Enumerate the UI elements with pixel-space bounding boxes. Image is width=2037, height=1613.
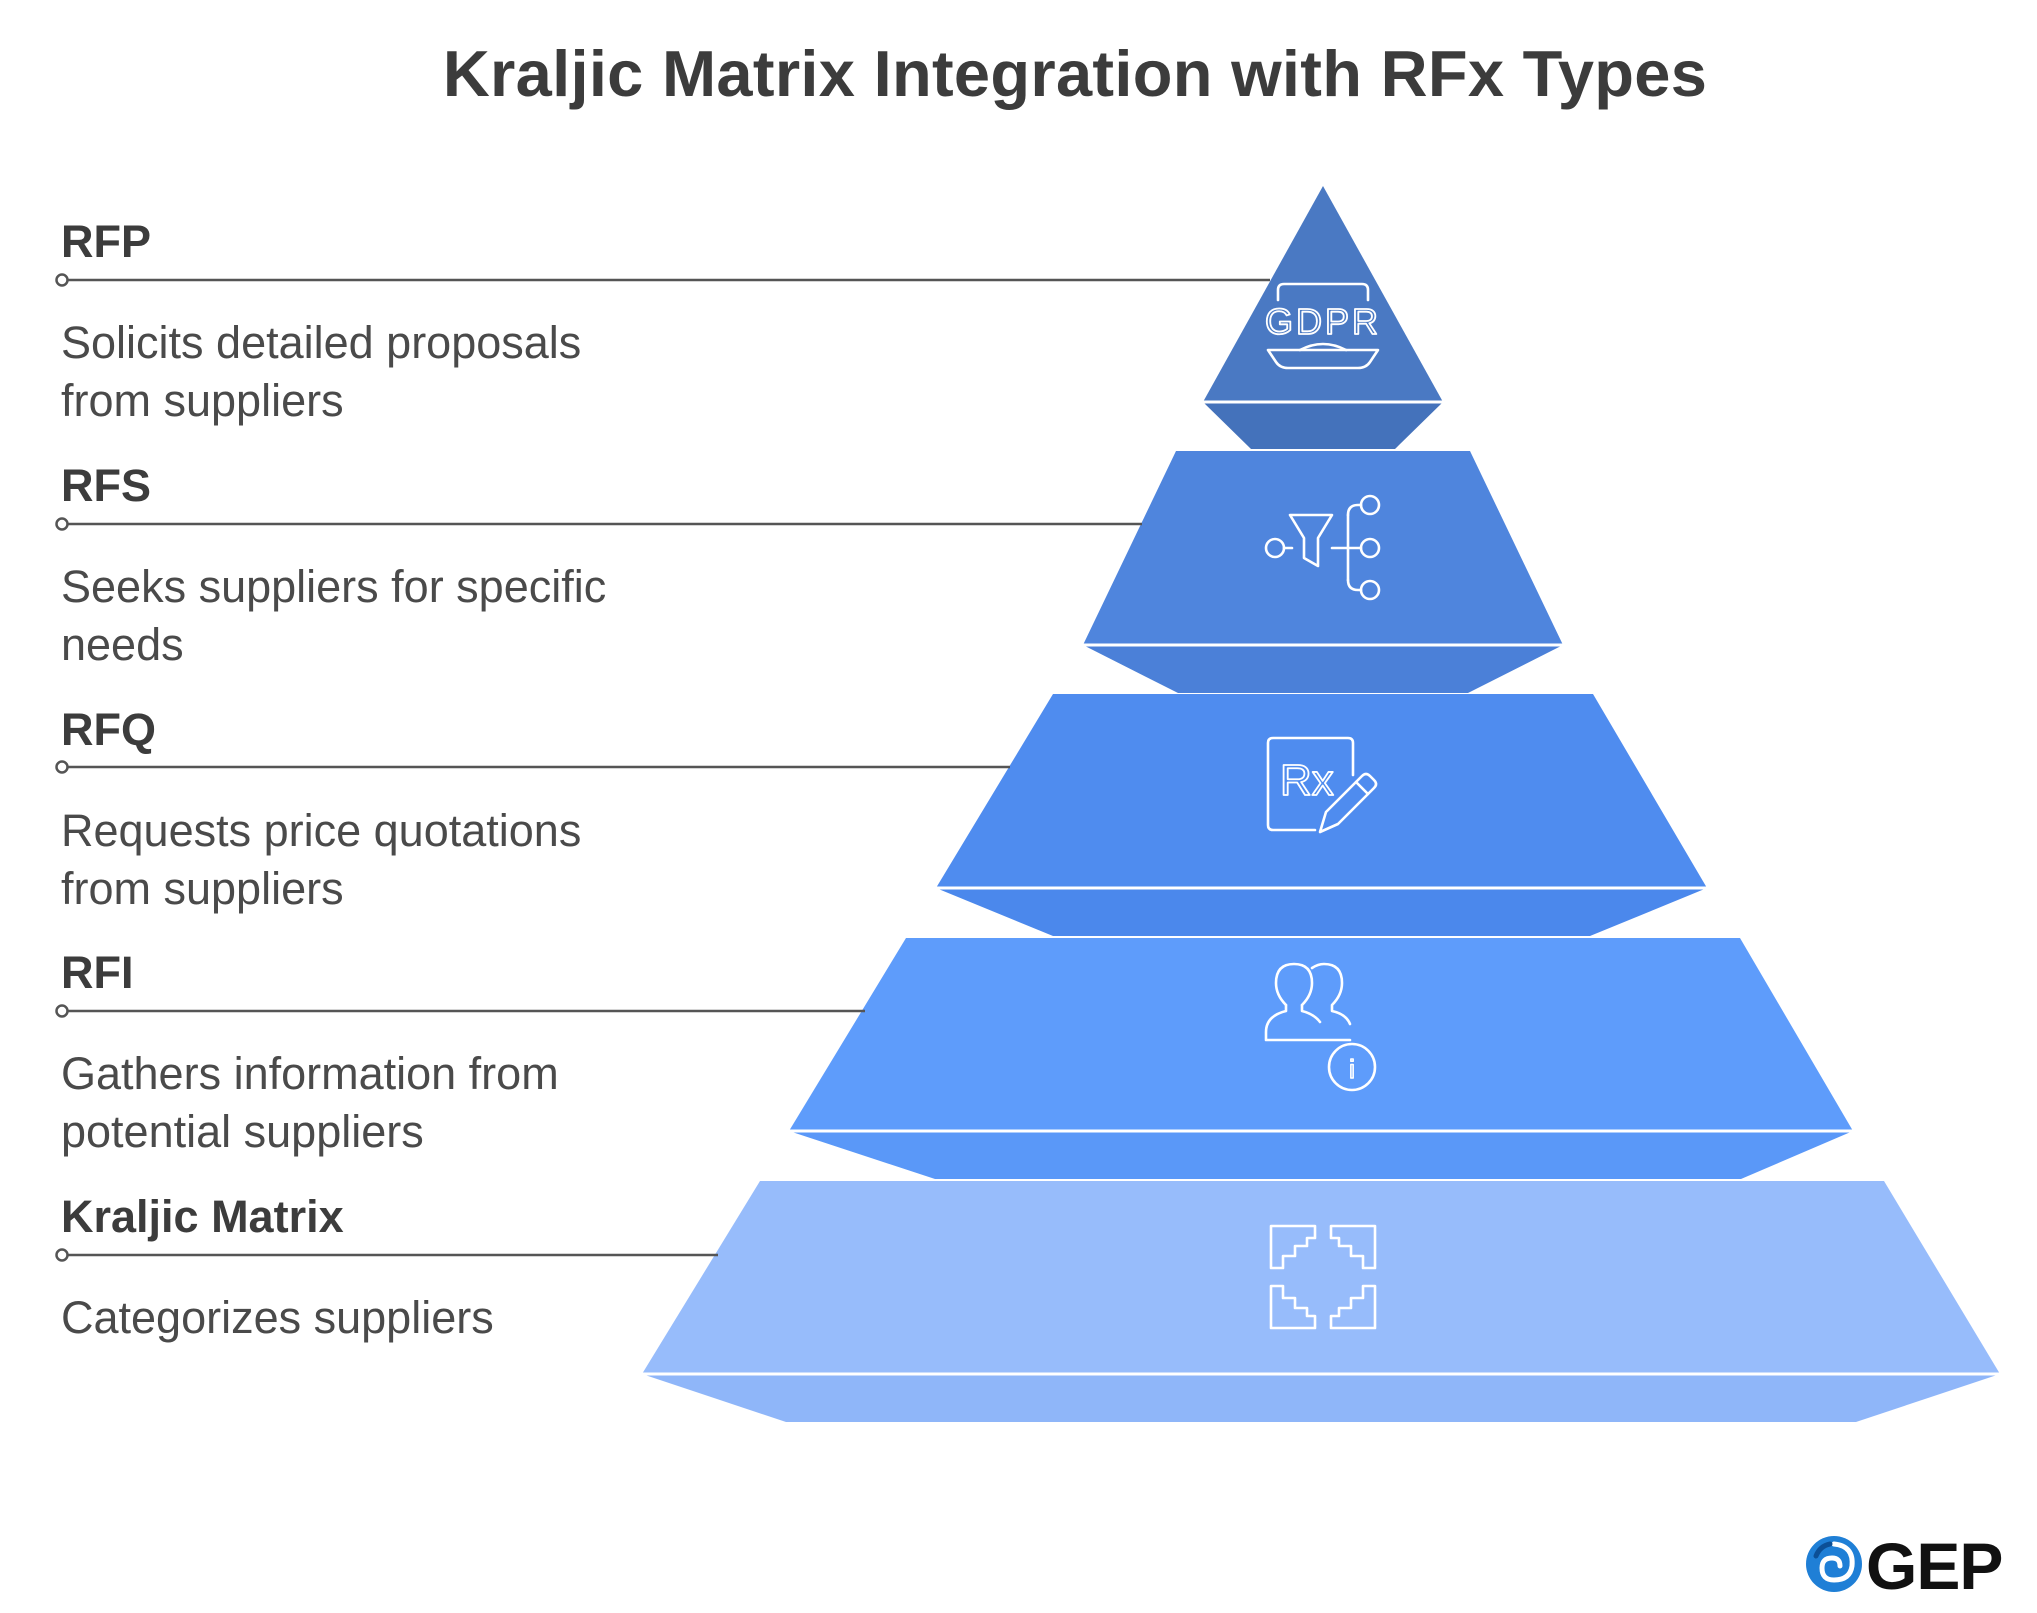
pyramid-tier-base	[789, 1131, 1853, 1179]
pyramid-tier-base	[936, 888, 1707, 936]
leader-dot-kraljic-matrix	[55, 1248, 69, 1262]
prescription-edit-icon: Rx	[1266, 736, 1378, 834]
pyramid-tier	[789, 938, 1853, 1131]
entry-label: RFP	[61, 216, 151, 267]
pyramid-level-rfq: Rx	[936, 694, 1707, 936]
entry-description: Requests price quotations from suppliers	[61, 805, 582, 914]
leader-dot-rfq	[55, 760, 69, 774]
entry-description: Seeks suppliers for specific needs	[61, 561, 607, 670]
pyramid-tier	[1083, 451, 1563, 645]
entry-label: RFI	[61, 947, 134, 998]
svg-text:Rx: Rx	[1280, 756, 1334, 805]
gdpr-icon: GDPR	[1264, 282, 1381, 370]
pyramid-level-rfs	[1083, 451, 1563, 693]
leader-lines	[55, 273, 1270, 1262]
entry-label: RFS	[61, 460, 151, 511]
gep-swirl-icon	[1806, 1536, 1862, 1592]
logo-text: GEP	[1866, 1529, 2003, 1603]
entry-description: Solicits detailed proposals from supplie…	[61, 317, 582, 426]
leader-dot-rfp	[55, 273, 69, 287]
users-info-icon: i	[1264, 962, 1377, 1092]
pyramid-tier	[642, 1181, 2000, 1374]
funnel-branch-icon	[1264, 494, 1381, 601]
svg-text:GDPR: GDPR	[1265, 301, 1381, 342]
entry-label: Kraljic Matrix	[61, 1191, 344, 1242]
leader-dot-rfi	[55, 1004, 69, 1018]
pyramid-level-rfi: i	[789, 938, 1853, 1179]
gep-logo: GEP	[1804, 1529, 2024, 1603]
svg-text:i: i	[1349, 1054, 1355, 1084]
entry-label: RFQ	[61, 704, 156, 755]
pyramid-tier-base	[1203, 402, 1443, 449]
pyramid-tier	[1203, 186, 1443, 402]
pyramid-level-rfp: GDPR	[1203, 186, 1443, 449]
entry-description: Gathers information from potential suppl…	[61, 1048, 559, 1157]
leader-dot-rfs	[55, 517, 69, 531]
pyramid-level-kraljic-matrix	[642, 1181, 2000, 1422]
pyramid-tier-base	[642, 1374, 2000, 1422]
entry-description: Categorizes suppliers	[61, 1292, 494, 1343]
puzzle-frame-icon	[1269, 1224, 1377, 1330]
page-title: Kraljic Matrix Integration with RFx Type…	[442, 37, 1708, 110]
pyramid-tier-base	[1083, 645, 1563, 693]
pyramid-tier	[936, 694, 1707, 888]
